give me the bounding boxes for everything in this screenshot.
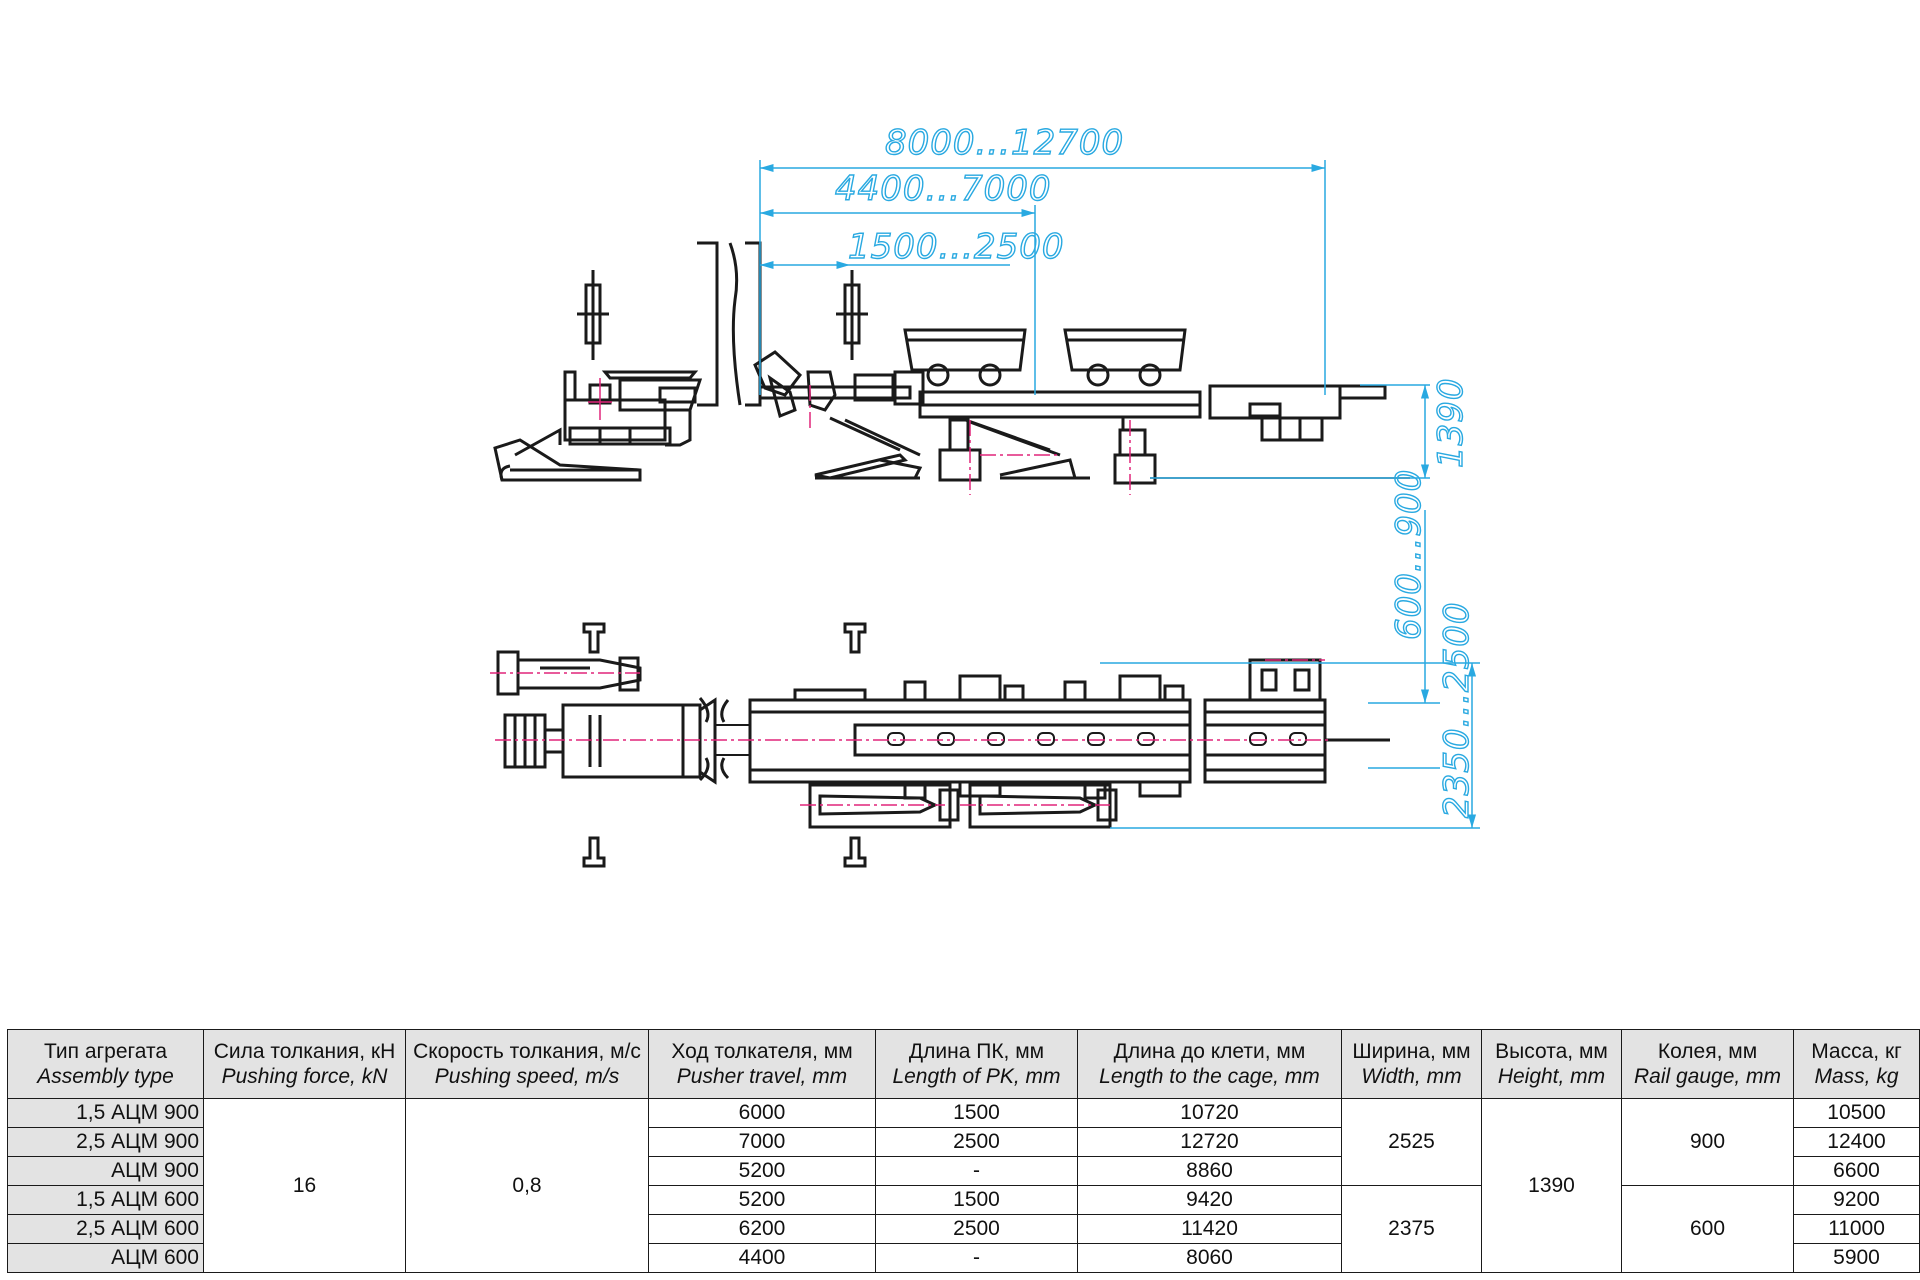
cell-pk-length: -	[875, 1156, 1078, 1186]
cell-speed: 0,8	[405, 1098, 649, 1273]
cell-mass: 5900	[1793, 1243, 1920, 1273]
dimension-total-length: 8000...12700	[885, 123, 1124, 163]
cell-travel: 5200	[648, 1185, 876, 1215]
break-bracket	[720, 757, 730, 780]
cell-travel: 5200	[648, 1156, 876, 1186]
cell-cage-length: 10720	[1077, 1098, 1342, 1128]
cell-mass: 11000	[1793, 1214, 1920, 1244]
cell-width: 2525	[1341, 1098, 1482, 1186]
section-marker	[836, 270, 868, 360]
dimension-width-range: 2350...2500	[1437, 602, 1477, 818]
cell-type: АЦМ 600	[7, 1243, 204, 1273]
cell-mass: 6600	[1793, 1156, 1920, 1186]
cell-pk-length: 2500	[875, 1127, 1078, 1157]
top-view	[496, 622, 1390, 868]
dimension-lines	[759, 160, 1480, 829]
section-marker	[582, 622, 867, 868]
section-marker	[577, 270, 609, 360]
table-row: 1,5 АЦМ 600 5200 1500 9420 2375 600 9200	[7, 1185, 1920, 1273]
centerline-mark	[588, 378, 612, 420]
top-centerlines	[490, 659, 1330, 806]
cell-type: 1,5 АЦМ 600	[7, 1185, 204, 1215]
cell-travel: 6000	[648, 1098, 876, 1128]
dimension-short-length: 1500...2500	[848, 227, 1064, 267]
cell-cage-length: 8860	[1077, 1156, 1342, 1186]
cell-gauge: 900	[1621, 1098, 1794, 1186]
cell-height: 1390	[1481, 1098, 1622, 1273]
cell-pk-length: 1500	[875, 1098, 1078, 1128]
dimension-gauge-range: 600...900	[1389, 469, 1429, 640]
pusher-conveyor	[753, 350, 1387, 485]
table-row: АЦМ 600 4400 - 8060 5900	[7, 1243, 1920, 1273]
break-bracket	[720, 699, 730, 723]
mine-wagon	[1063, 328, 1187, 387]
cell-pk-length: -	[875, 1243, 1078, 1273]
cell-cage-length: 8060	[1077, 1243, 1342, 1273]
cell-type: 2,5 АЦМ 900	[7, 1127, 204, 1157]
cell-pk-length: 2500	[875, 1214, 1078, 1244]
table-row: 1,5 АЦМ 900 16 0,8 6000 1500 10720 2525 …	[7, 1098, 1920, 1273]
mine-wagon	[903, 328, 1027, 387]
cell-travel: 6200	[648, 1214, 876, 1244]
cell-gauge: 600	[1621, 1185, 1794, 1273]
cell-type: 1,5 АЦМ 900	[7, 1098, 204, 1128]
cell-travel: 4400	[648, 1243, 876, 1273]
cell-cage-length: 12720	[1077, 1127, 1342, 1157]
break-bracket	[698, 697, 710, 723]
cell-type: 2,5 АЦМ 600	[7, 1214, 204, 1244]
cell-mass: 10500	[1793, 1098, 1920, 1128]
cell-cage-length: 9420	[1077, 1185, 1342, 1215]
loading-machine	[493, 370, 703, 482]
cell-mass: 9200	[1793, 1185, 1920, 1215]
side-centerlines	[809, 385, 1131, 495]
dimension-height: 1390	[1431, 377, 1471, 468]
break-bracket	[697, 241, 762, 407]
break-bracket	[698, 757, 710, 782]
cell-width: 2375	[1341, 1185, 1482, 1273]
cell-type: АЦМ 900	[7, 1156, 204, 1186]
cell-pk-length: 1500	[875, 1185, 1078, 1215]
table-row: АЦМ 900 5200 - 8860 6600	[7, 1156, 1920, 1186]
cell-travel: 7000	[648, 1127, 876, 1157]
table-row: 2,5 АЦМ 600 6200 2500 11420 11000	[7, 1214, 1920, 1244]
pusher-conveyor-top	[748, 658, 1390, 829]
technical-drawing: 8000...12700 4400...7000 1500...2500 139…	[490, 122, 1480, 868]
cell-cage-length: 11420	[1077, 1214, 1342, 1244]
side-view	[493, 241, 1410, 485]
cell-mass: 12400	[1793, 1127, 1920, 1157]
dimension-mid-length: 4400...7000	[835, 169, 1051, 209]
cell-force: 16	[203, 1098, 406, 1273]
loading-machine-top	[496, 650, 717, 785]
